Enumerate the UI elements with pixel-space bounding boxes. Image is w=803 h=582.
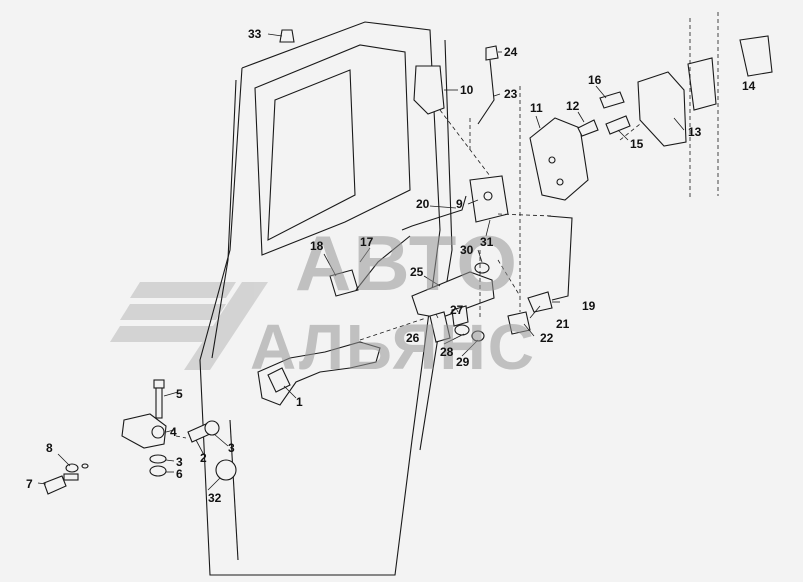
- callout-14: 14: [742, 79, 756, 93]
- callout-24: 24: [504, 45, 518, 59]
- callout-1: 1: [296, 395, 303, 409]
- callout-28: 28: [440, 345, 454, 359]
- hinge-bracket: [121, 413, 167, 449]
- callout-29: 29: [456, 355, 470, 369]
- door-outline: [199, 21, 453, 576]
- callout-25: 25: [410, 265, 424, 279]
- callout-21: 21: [556, 317, 570, 331]
- callout-22: 22: [540, 331, 554, 345]
- watermark-line-1: АВТО: [295, 219, 520, 307]
- callout-17: 17: [360, 235, 374, 249]
- callout-13: 13: [688, 125, 702, 139]
- callout-7: 7: [26, 477, 33, 491]
- callout-9: 9: [456, 197, 463, 211]
- watermark-logo: [110, 282, 268, 370]
- callout-33: 33: [248, 27, 262, 41]
- callout-3b: 3: [176, 455, 183, 469]
- callout-20: 20: [416, 197, 430, 211]
- watermark-line-2: АЛЬЯНС: [250, 311, 536, 383]
- callout-3a: 3: [228, 441, 235, 455]
- mechanism-parts: [43, 29, 773, 495]
- callout-30: 30: [460, 243, 474, 257]
- exterior-handle: [411, 271, 495, 319]
- callout-8: 8: [46, 441, 53, 455]
- callout-5: 5: [176, 387, 183, 401]
- callout-19: 19: [582, 299, 596, 313]
- callout-4: 4: [170, 425, 177, 439]
- callout-12: 12: [566, 99, 580, 113]
- callout-27: 27: [450, 303, 464, 317]
- callout-26: 26: [406, 331, 420, 345]
- callout-18: 18: [310, 239, 324, 253]
- callout-2: 2: [200, 451, 207, 465]
- callout-10: 10: [460, 83, 474, 97]
- assembly-lines: [175, 12, 719, 439]
- interior-handle: [257, 341, 381, 406]
- callout-16: 16: [588, 73, 602, 87]
- callout-23: 23: [504, 87, 518, 101]
- callout-32: 32: [208, 491, 222, 505]
- callout-11: 11: [530, 101, 543, 115]
- lock-body: [529, 117, 589, 201]
- callout-31: 31: [480, 235, 494, 249]
- callout-15: 15: [630, 137, 644, 151]
- callout-6: 6: [176, 467, 183, 481]
- leader-lines: [37, 33, 685, 491]
